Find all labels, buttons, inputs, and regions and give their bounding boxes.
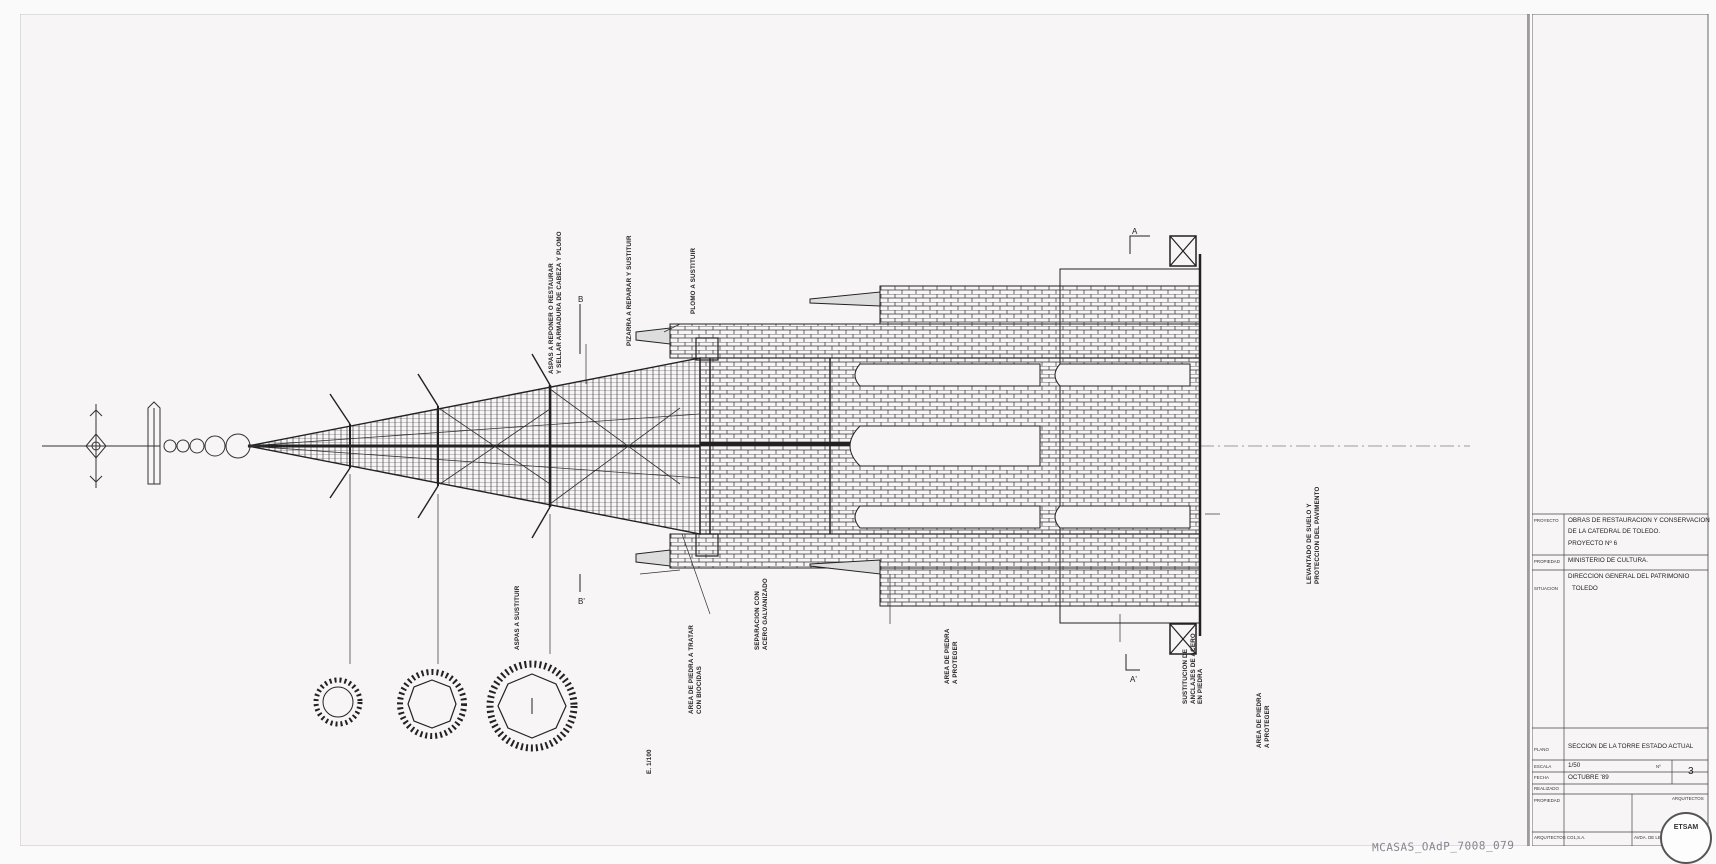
section-mark-b: B: [578, 295, 583, 304]
note-sustitucion: SUSTITUCION DE ANCLAJES DE ACERO EN PIED…: [1182, 633, 1204, 704]
propiedad-line2: DIRECCION GENERAL DEL PATRIMONIO: [1568, 573, 1690, 580]
situacion-value: TOLEDO: [1572, 585, 1598, 592]
note-area-proteger-2: AREA DE PIEDRA A PROTEGER: [1256, 692, 1271, 748]
fecha-label: FECHA: [1534, 775, 1549, 780]
etsam-seal: ETSAM: [1660, 812, 1712, 864]
plano-label: PLANO: [1534, 747, 1549, 752]
section-mark-b-prime: B': [578, 597, 585, 606]
cross-section-large: [486, 660, 578, 752]
note-separacion: SEPARACION CON ACERO GALVANIZADO: [754, 578, 769, 650]
numero-value: 3: [1688, 766, 1694, 777]
situacion-label: SITUACION: [1534, 586, 1558, 591]
firm-label: ARQUITECTOS CO1,S.A.: [1534, 835, 1586, 840]
realizado-label: REALIZADO: [1534, 786, 1559, 791]
note-area-tratar: AREA DE PIEDRA A TRATAR CON BIOCIDAS: [688, 624, 703, 714]
proyecto-number: PROYECTO Nº 6: [1568, 540, 1618, 547]
leader-lines: [349, 323, 1220, 664]
cross-section-medium: [397, 669, 467, 739]
proyecto-line2: DE LA CATEDRAL DE TOLEDO.: [1568, 528, 1661, 535]
arquitectos-label: ARQUITECTOS: [1672, 796, 1704, 801]
title-block: PROYECTO OBRAS DE RESTAURACION Y CONSERV…: [1532, 14, 1710, 846]
propiedad2-label: PROPIEDAD: [1534, 798, 1560, 803]
note-pizarra: PIZARRA A REPARAR Y SUSTITUIR: [626, 235, 633, 346]
fecha-value: OCTUBRE '89: [1568, 774, 1609, 781]
note-levantado: LEVANTADO DE SUELO Y PROTECCION DEL PAVI…: [1306, 486, 1321, 584]
numero-label: Nº: [1656, 764, 1661, 769]
finial-cross: [42, 401, 161, 488]
address-label: AVDA. DE LEVANTE: [1634, 835, 1676, 840]
note-area-proteger-1: AREA DE PIEDRA A PROTEGER: [944, 628, 959, 684]
propiedad-line1: MINISTERIO DE CULTURA.: [1568, 557, 1648, 564]
title-block-grid: [1532, 14, 1709, 846]
note-aspas-sustituir: ASPAS A SUSTITUIR: [514, 585, 521, 650]
drawing-sheet: A B B' A' ASPAS A REPONER O RESTAURAR Y …: [20, 14, 1530, 846]
section-mark-a-prime: A': [1130, 675, 1137, 684]
tower-section-drawing: A B B' A': [20, 14, 1530, 846]
section-mark-a: A: [1132, 227, 1138, 236]
tower-body: [635, 235, 1202, 655]
seal-text: ETSAM: [1673, 824, 1699, 831]
propiedad-label: PROPIEDAD: [1534, 559, 1560, 564]
spire: [247, 353, 701, 539]
proyecto-label: PROYECTO: [1534, 518, 1559, 523]
escala-value: 1/50: [1568, 762, 1581, 769]
section-cut-lines: [579, 235, 1150, 671]
plano-value: SECCION DE LA TORRE ESTADO ACTUAL: [1568, 743, 1694, 750]
finial-spheres: [163, 433, 251, 459]
note-scale: E. 1/100: [646, 749, 653, 774]
note-aspas-reponer: ASPAS A REPONER O RESTAURAR Y SELLAR ARM…: [548, 231, 563, 374]
note-plomo: PLOMO A SUSTITUIR: [690, 247, 697, 314]
archive-id: MCASAS_OAdP_7008_079: [1371, 838, 1515, 855]
cross-section-small: [313, 677, 363, 727]
escala-label: ESCALA: [1534, 764, 1552, 769]
proyecto-line1: OBRAS DE RESTAURACION Y CONSERVACION: [1568, 517, 1710, 524]
